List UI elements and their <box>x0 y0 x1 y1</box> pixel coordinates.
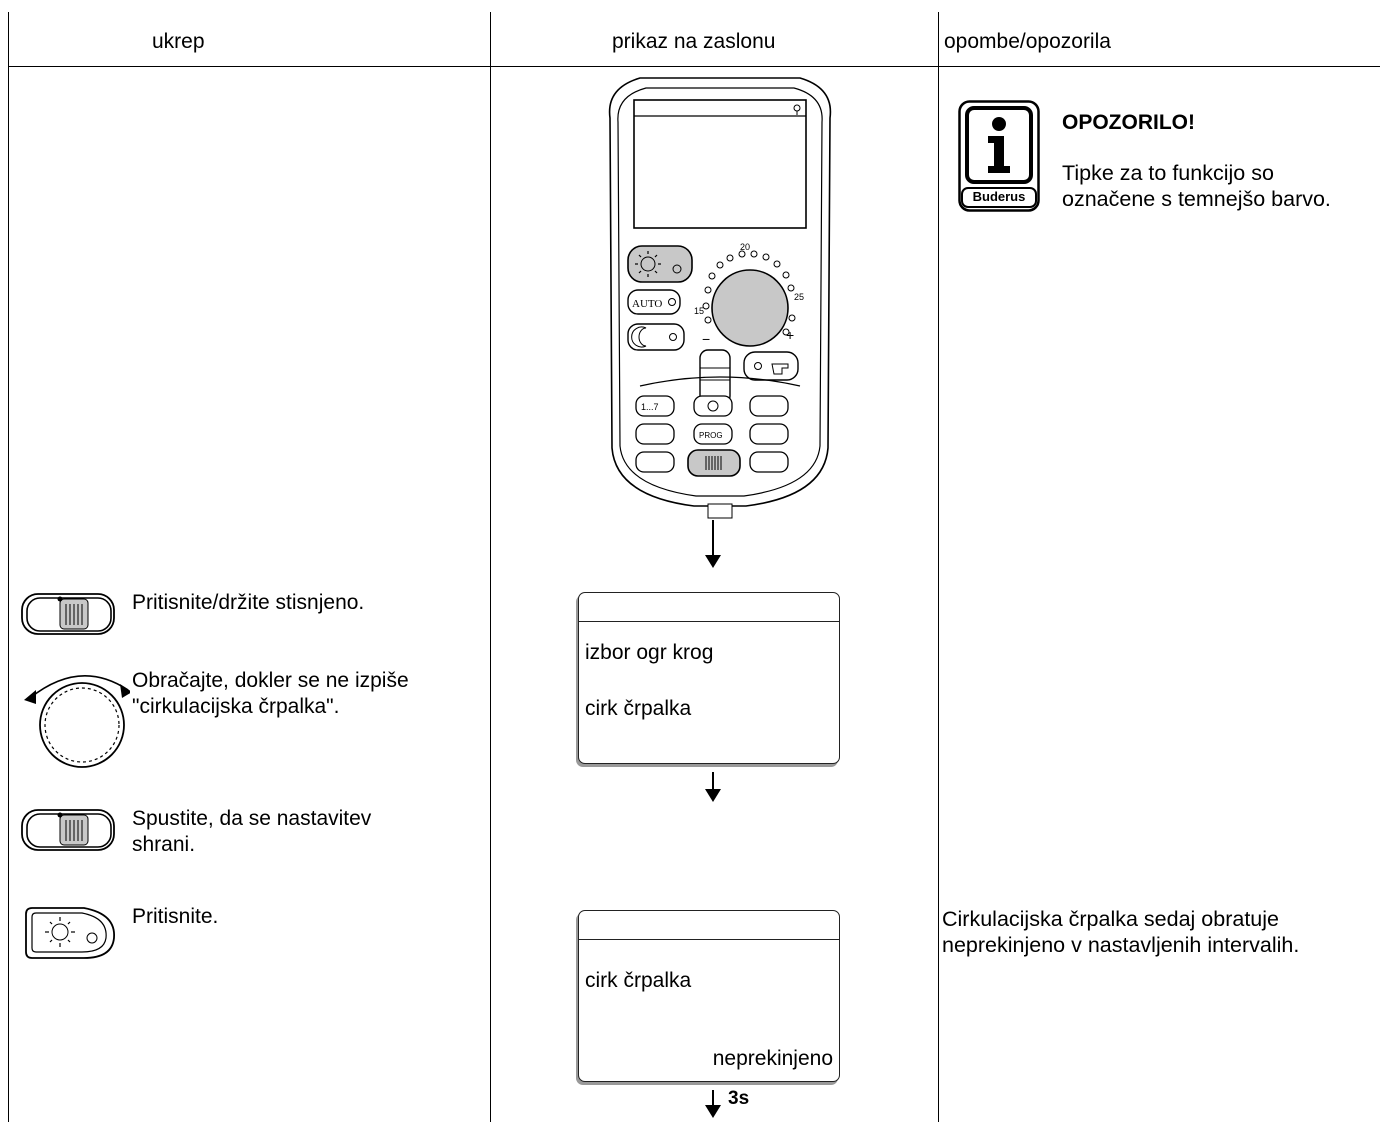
key-days-label: 1...7 <box>641 402 659 412</box>
result-note: Cirkulacijska črpalka sedaj obratuje nep… <box>942 907 1300 957</box>
dial-label-25: 25 <box>794 292 804 302</box>
dark-slider-key-icon-2 <box>20 808 116 852</box>
display-screen-2: cirk črpalka neprekinjeno <box>578 910 840 1082</box>
header-divider <box>8 66 1380 67</box>
delay-label: 3s <box>728 1088 750 1109</box>
notice-title: OPOZORILO! <box>1062 111 1195 134</box>
flow-arrow-2 <box>705 772 721 802</box>
flow-arrow-1 <box>705 520 721 568</box>
left-border <box>8 12 9 1122</box>
buderus-info-logo: Buderus <box>958 100 1040 212</box>
dial-label-15: 15 <box>694 306 704 316</box>
column-divider-2 <box>938 12 939 1122</box>
key-prog-label: PROG <box>699 431 723 440</box>
column-divider-1 <box>490 12 491 1122</box>
dial-label-20: 20 <box>740 242 750 252</box>
device-controller: AUTO 20 15 25 − + <box>596 68 844 548</box>
dial-label-minus: − <box>702 331 710 347</box>
display-2-line-2: neprekinjeno <box>712 1047 833 1070</box>
dark-slider-key-icon <box>20 592 116 636</box>
sun-key-icon <box>24 904 120 962</box>
dial-label-plus: + <box>786 327 794 343</box>
step-4-text: Pritisnite. <box>132 905 219 928</box>
key-auto-label: AUTO <box>632 298 662 310</box>
display-1-line-1: izbor ogr krog <box>585 641 714 664</box>
step-2-text: Obračajte, dokler se ne izpiše "cirkulac… <box>132 669 409 718</box>
header-col-notes: opombe/opozorila <box>944 30 1111 53</box>
display-2-line-1: cirk črpalka <box>585 969 692 992</box>
display-1-line-2: cirk črpalka <box>585 697 692 720</box>
step-3-text: Spustite, da se nastavitev shrani. <box>132 807 372 856</box>
header-col-action: ukrep <box>152 30 205 53</box>
notice-body: Tipke za to funkcijo so označene s temne… <box>1062 161 1331 211</box>
display-screen-1: izbor ogr krog cirk črpalka <box>578 592 840 764</box>
flow-arrow-3 <box>705 1090 721 1118</box>
logo-text: Buderus <box>972 189 1026 204</box>
rotary-knob-icon <box>20 660 132 770</box>
step-1-text: Pritisnite/držite stisnjeno. <box>132 591 365 614</box>
header-col-display: prikaz na zaslonu <box>612 30 776 53</box>
